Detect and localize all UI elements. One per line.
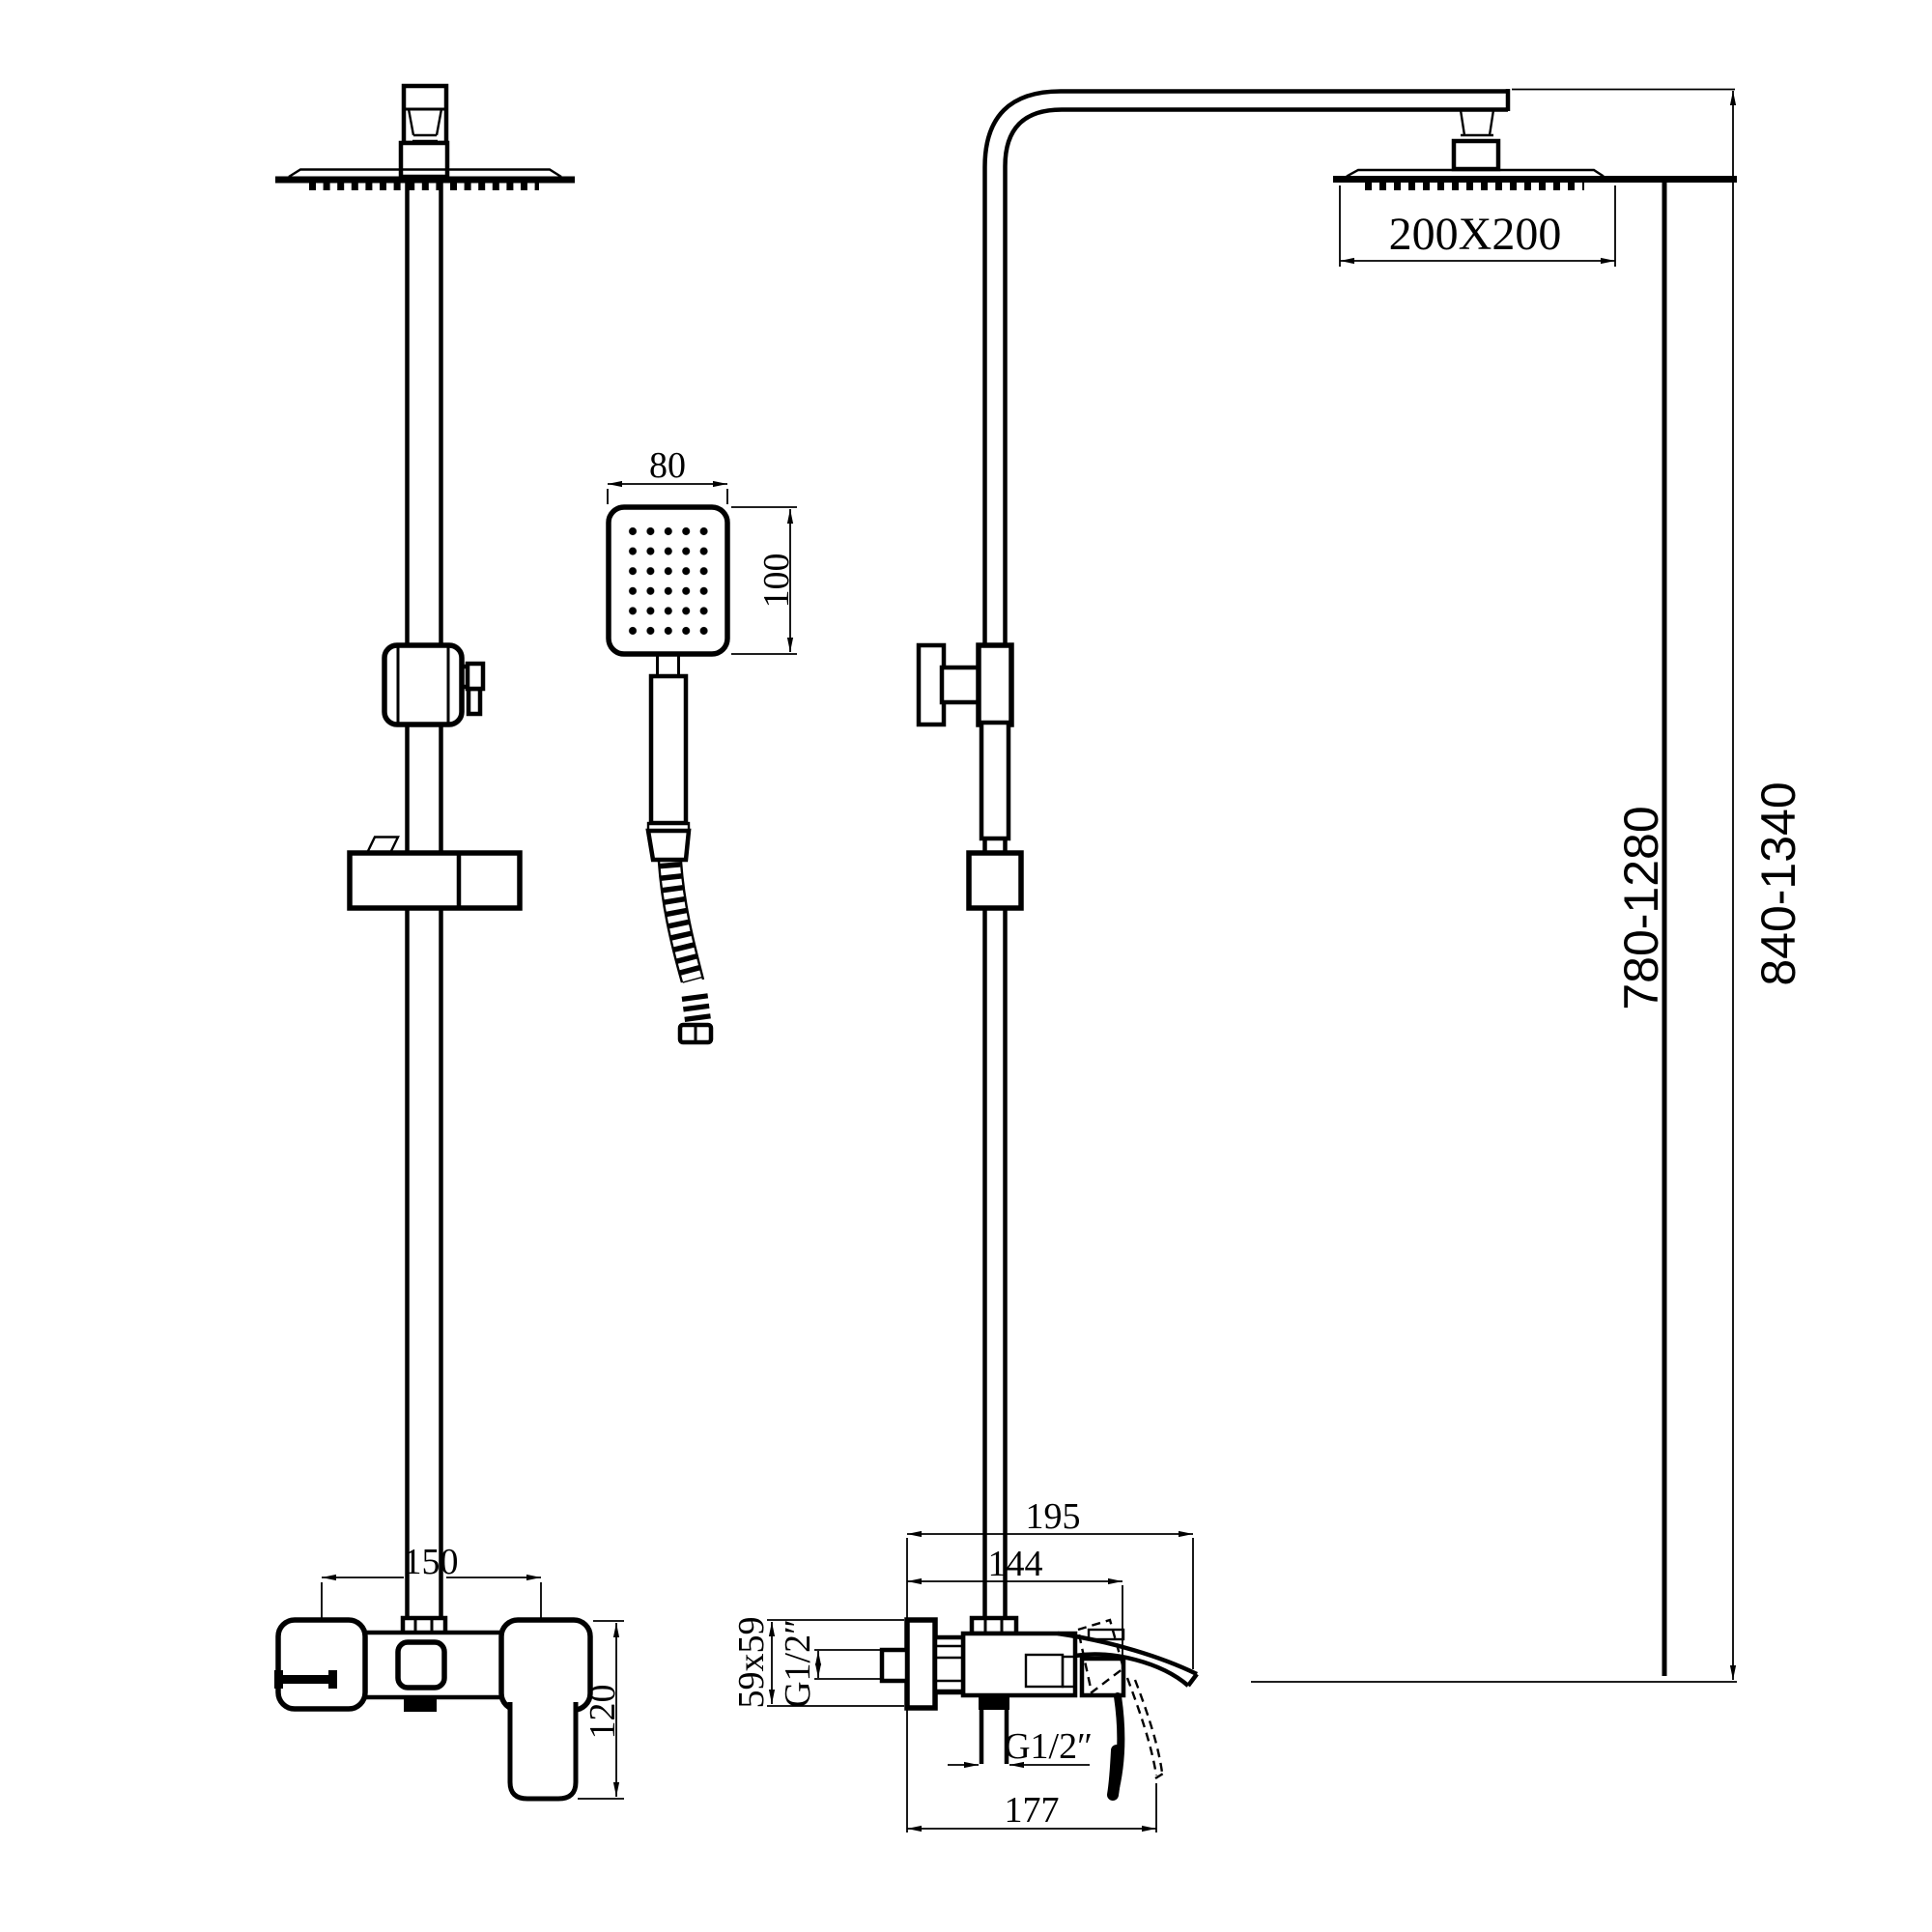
dim-head-size: 200X200 [1339,185,1616,267]
side-spout-swing-dashed [1076,1618,1164,1780]
dim-front-body-height: 120 [578,1620,624,1800]
head-size-label: 200X200 [1389,209,1562,260]
dim-depth-total: 195 [906,1496,1194,1669]
rail-height-label: 780-1280 [1614,806,1668,1009]
height-dimensions: 780-1280 840-1340 [1251,88,1805,1683]
flange-size-label: 59x59 [731,1617,772,1709]
total-height-label: 840-1340 [1751,781,1805,985]
dim-hand-width: 80 [607,445,728,504]
side-mixer [879,1615,1199,1801]
side-hose-outlet [979,1695,1009,1710]
reach-bottom-label: 177 [1005,1790,1060,1831]
dim-outlet-thread: G1/2″ [948,1726,1093,1769]
side-diverter-arm [939,665,983,705]
side-handle-pivot [1079,1656,1126,1698]
depth-total-label: 195 [1026,1496,1081,1537]
side-wall-flange [904,1617,938,1711]
hand-shower-hose [657,861,714,1045]
hand-shower-nozzle-grid [623,521,713,641]
dim-flange: 59x59 [731,1617,904,1709]
side-head-connector [1451,109,1501,172]
front-mixer [274,1615,593,1802]
side-slider-bracket [916,642,1014,727]
side-rain-head [1333,168,1737,190]
dim-reach-bottom: 177 [906,1710,1157,1833]
front-diverter-plate [395,1639,447,1690]
depth-handle-label: 144 [988,1544,1043,1584]
side-wall-nipple [879,1647,910,1684]
hand-height-label: 100 [756,554,797,609]
side-waterfall-spout [1057,1628,1199,1688]
dim-depth-handle: 144 [907,1544,1123,1657]
front-hose-outlet [404,1697,437,1712]
front-mixer-handle [507,1702,579,1802]
side-handset-holder [966,720,1024,911]
side-rail-sleeve [979,720,1011,841]
front-spout-slot [274,1675,337,1684]
side-riser-pipe [982,89,1511,1618]
front-view: 150 120 [274,83,624,1802]
front-diverter-pin [466,686,483,717]
dim-front-mount-spacing: 150 [321,1542,542,1618]
hand-shower-handle [645,654,692,863]
front-body-height-label: 120 [582,1685,623,1740]
hand-shower: 80 100 [606,445,797,1045]
side-mixer-nut [969,1615,1019,1636]
front-rain-head [275,168,575,190]
front-handset-holder [347,836,523,911]
inlet-thread-label: G1/2″ [778,1619,818,1708]
side-view: 200X200 195 144 59x59 G1/2″ [731,89,1737,1833]
front-diverter-cap [465,661,486,692]
front-mixer-left-cap [275,1617,368,1712]
dim-inlet-thread: G1/2″ [778,1619,880,1708]
side-hex-connector [932,1634,966,1695]
outlet-thread-label: G1/2″ [1004,1726,1093,1767]
front-top-connector [398,83,450,180]
hand-width-label: 80 [649,445,686,486]
front-slider-bracket [382,642,486,727]
dim-hand-height: 100 [731,506,797,655]
front-mount-spacing-label: 150 [404,1542,459,1582]
front-mixer-right-cap [498,1617,593,1713]
hose-connector-ribs [681,993,712,1026]
